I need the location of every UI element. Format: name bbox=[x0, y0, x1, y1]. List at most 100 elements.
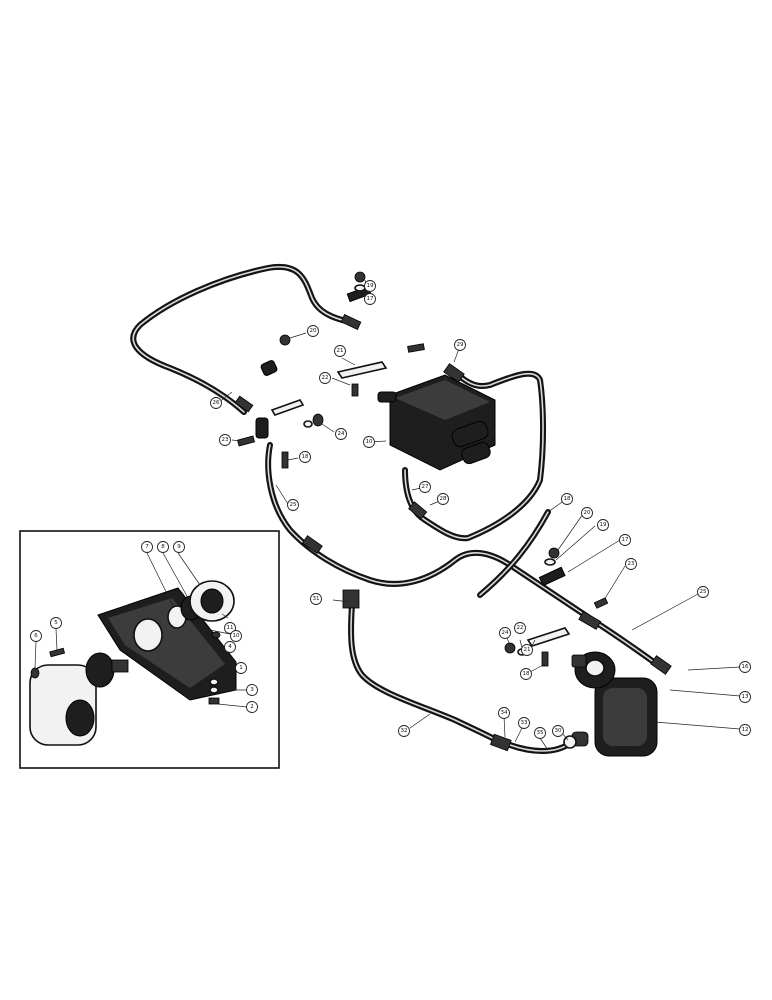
callout-6: 6 bbox=[30, 630, 42, 642]
callout-12: 12 bbox=[739, 724, 751, 736]
hose-18 bbox=[477, 509, 551, 598]
svg-text:24: 24 bbox=[502, 630, 509, 636]
callout-18: 18 bbox=[520, 668, 532, 680]
callout-13: 13 bbox=[739, 691, 751, 703]
svg-text:3: 3 bbox=[250, 687, 254, 693]
hose-fitting bbox=[342, 589, 360, 609]
callout-24: 24 bbox=[335, 428, 347, 440]
svg-text:28: 28 bbox=[440, 496, 447, 502]
callout-30: 30 bbox=[552, 725, 564, 737]
svg-text:20: 20 bbox=[584, 510, 591, 516]
svg-text:18: 18 bbox=[523, 671, 530, 677]
callout-8: 8 bbox=[157, 541, 169, 553]
hose-fitting bbox=[301, 535, 323, 554]
svg-text:23: 23 bbox=[628, 561, 635, 567]
callout-19: 19 bbox=[364, 280, 376, 292]
callout-34: 34 bbox=[498, 707, 510, 719]
svg-text:31: 31 bbox=[313, 596, 320, 602]
callout-35: 35 bbox=[534, 727, 546, 739]
callout-23: 23 bbox=[625, 558, 637, 570]
hose-fitting bbox=[578, 610, 602, 630]
hose-fitting bbox=[489, 733, 512, 752]
callout-25: 25 bbox=[287, 499, 299, 511]
svg-text:24: 24 bbox=[338, 431, 345, 437]
callout-24: 24 bbox=[499, 627, 511, 639]
callout-28: 28 bbox=[437, 493, 449, 505]
callout-33: 33 bbox=[518, 717, 530, 729]
callout-3: 3 bbox=[246, 684, 258, 696]
svg-text:10: 10 bbox=[233, 633, 240, 639]
svg-text:35: 35 bbox=[537, 730, 544, 736]
bolts bbox=[237, 343, 609, 609]
svg-text:21: 21 bbox=[337, 348, 344, 354]
callout-4: 4 bbox=[224, 641, 236, 653]
inset-drive-assembly bbox=[29, 580, 237, 746]
hose-25 bbox=[265, 442, 665, 671]
callout-11: 11 bbox=[224, 622, 236, 634]
svg-text:8: 8 bbox=[161, 544, 165, 550]
svg-text:4: 4 bbox=[228, 644, 232, 650]
callout-23: 23 bbox=[219, 434, 231, 446]
callout-7: 7 bbox=[141, 541, 153, 553]
svg-text:18: 18 bbox=[302, 454, 309, 460]
callout-10: 10 bbox=[230, 630, 242, 642]
svg-text:25: 25 bbox=[700, 589, 707, 595]
svg-text:18: 18 bbox=[564, 496, 571, 502]
svg-text:34: 34 bbox=[501, 710, 508, 716]
callout-20: 20 bbox=[307, 325, 319, 337]
svg-text:17: 17 bbox=[367, 296, 374, 302]
callout-9: 9 bbox=[173, 541, 185, 553]
hose-27-28 bbox=[402, 370, 547, 542]
hose-fitting bbox=[443, 363, 465, 383]
svg-text:25: 25 bbox=[290, 502, 297, 508]
callout-27: 27 bbox=[419, 481, 431, 493]
svg-text:5: 5 bbox=[54, 620, 58, 626]
svg-text:27: 27 bbox=[422, 484, 429, 490]
svg-text:30: 30 bbox=[555, 728, 562, 734]
callout-18: 18 bbox=[299, 451, 311, 463]
svg-text:26: 26 bbox=[213, 400, 220, 406]
svg-text:20: 20 bbox=[310, 328, 317, 334]
control-valve bbox=[377, 374, 496, 471]
svg-text:7: 7 bbox=[145, 544, 149, 550]
svg-text:19: 19 bbox=[367, 283, 374, 289]
callout-29: 29 bbox=[454, 339, 466, 351]
hose-26 bbox=[130, 263, 353, 415]
hose-32 bbox=[348, 602, 508, 748]
svg-text:22: 22 bbox=[517, 625, 524, 631]
hose-fitting bbox=[408, 501, 428, 520]
callout-16: 16 bbox=[739, 661, 751, 673]
callout-17: 17 bbox=[364, 293, 376, 305]
svg-text:6: 6 bbox=[34, 633, 38, 639]
callout-32: 32 bbox=[398, 725, 410, 737]
svg-text:10: 10 bbox=[366, 439, 373, 445]
svg-text:19: 19 bbox=[600, 522, 607, 528]
clamp-bracket-right bbox=[504, 547, 571, 667]
callout-2: 2 bbox=[246, 701, 258, 713]
svg-text:1: 1 bbox=[239, 665, 243, 671]
callout-25: 25 bbox=[697, 586, 709, 598]
hose-35 bbox=[507, 739, 575, 754]
clamp-bracket-left bbox=[255, 334, 305, 439]
callout-21: 21 bbox=[521, 644, 533, 656]
callout-10: 10 bbox=[363, 436, 375, 448]
svg-text:29: 29 bbox=[457, 342, 464, 348]
callout-22: 22 bbox=[514, 622, 526, 634]
hose-fitting bbox=[650, 655, 672, 675]
svg-text:32: 32 bbox=[401, 728, 408, 734]
svg-text:12: 12 bbox=[742, 727, 749, 733]
callout-17: 17 bbox=[619, 534, 631, 546]
svg-text:11: 11 bbox=[227, 625, 234, 631]
svg-text:21: 21 bbox=[524, 647, 531, 653]
hydraulic-pump bbox=[563, 651, 658, 757]
callout-1: 1 bbox=[235, 662, 247, 674]
svg-text:33: 33 bbox=[521, 720, 528, 726]
callout-20: 20 bbox=[581, 507, 593, 519]
mounting-bracket-21 bbox=[336, 361, 388, 397]
svg-text:23: 23 bbox=[222, 437, 229, 443]
svg-text:9: 9 bbox=[177, 544, 181, 550]
callout-26: 26 bbox=[210, 397, 222, 409]
svg-text:22: 22 bbox=[322, 375, 329, 381]
callout-19: 19 bbox=[597, 519, 609, 531]
